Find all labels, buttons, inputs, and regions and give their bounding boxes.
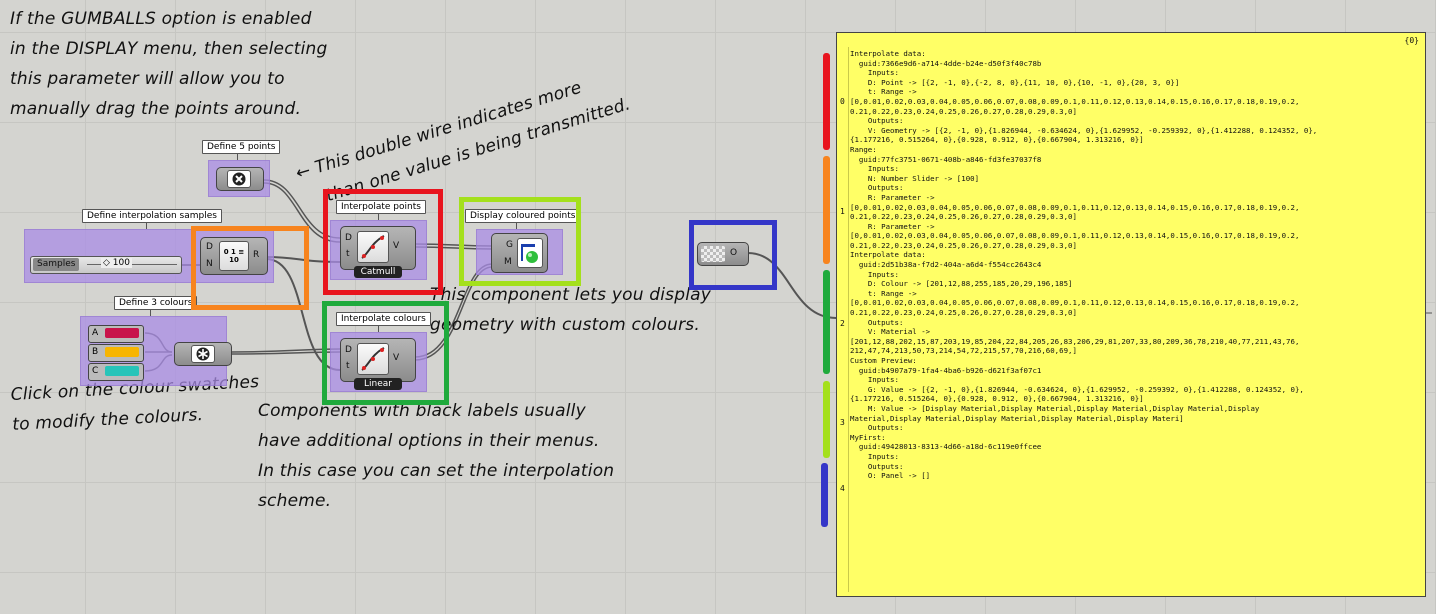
annotation-gumballs: If the GUMBALLS option is enabled in the… — [10, 9, 328, 119]
group-connector — [237, 154, 238, 160]
custom-preview-icon — [521, 244, 538, 263]
point-param-icon — [232, 172, 246, 186]
panel-bar-orange — [823, 156, 830, 264]
frame-orange — [191, 226, 309, 310]
panel-output[interactable]: {0} 0 1 2 3 4 Interpolate data: guid:736… — [836, 32, 1426, 597]
interp-points-output-v[interactable]: V — [393, 241, 400, 251]
range-output-r[interactable]: R — [253, 250, 260, 260]
group-label-define-points: Define 5 points — [202, 140, 281, 154]
interp-colours-mode-label[interactable]: Linear — [354, 378, 402, 390]
range-core: 0 1 ≡ 10 — [219, 241, 249, 271]
annotation-display-component: This component lets you display geometry… — [430, 285, 712, 335]
panel-bar-blue — [821, 463, 828, 527]
swatch-c-color[interactable] — [105, 366, 139, 376]
interp-colours-input-d[interactable]: D — [345, 345, 352, 355]
interp-colours-component[interactable]: D t V — [340, 338, 416, 382]
colour-param-component[interactable] — [174, 342, 232, 366]
range-input-n[interactable]: N — [206, 259, 213, 269]
colour-param-icon — [196, 347, 210, 361]
frame-blue — [689, 220, 777, 290]
swatch-b[interactable]: B — [88, 344, 144, 362]
interp-curve-icon — [361, 235, 385, 259]
group-connector — [146, 223, 147, 229]
panel-bar-red — [823, 53, 830, 150]
panel-path-label: {0} — [1404, 36, 1419, 45]
slider-label: Samples — [33, 258, 80, 271]
panel-index-0: 0 — [840, 97, 845, 106]
point-param-core — [227, 170, 251, 188]
swatch-b-color[interactable] — [105, 347, 139, 357]
group-connector — [150, 310, 151, 316]
swatch-c-label: C — [92, 366, 99, 376]
slider-track[interactable] — [87, 264, 177, 265]
custom-preview-input-m[interactable]: M — [504, 257, 512, 267]
point-param-component[interactable] — [216, 167, 264, 191]
panel-gutter-line — [848, 47, 849, 592]
group-label-samples: Define interpolation samples — [82, 209, 222, 223]
group-label-interp-points: Interpolate points — [336, 200, 426, 214]
group-connector — [378, 326, 379, 332]
interp-points-input-d[interactable]: D — [345, 233, 352, 243]
group-connector — [516, 223, 517, 229]
interp-points-mode-label[interactable]: Catmull — [354, 266, 402, 278]
interp-points-core — [357, 231, 389, 263]
panel-index-4: 4 — [840, 484, 845, 493]
interp-curve-icon — [361, 347, 385, 371]
interp-colours-core — [357, 343, 389, 375]
swatch-c[interactable]: C — [88, 363, 144, 381]
interp-colours-output-v[interactable]: V — [393, 353, 400, 363]
frame-red — [323, 189, 443, 295]
group-label-interp-colours: Interpolate colours — [336, 312, 431, 326]
panel-bar-lime — [823, 381, 830, 458]
custom-preview-component[interactable]: G M — [491, 233, 548, 273]
panel-index-1: 1 — [840, 207, 845, 216]
annotation-black-labels: Components with black labels usually hav… — [258, 401, 615, 511]
slider-value: ◇ 100 — [101, 258, 132, 268]
swatch-a-color[interactable] — [105, 328, 139, 338]
group-label-colours: Define 3 colours — [114, 296, 198, 310]
range-component[interactable]: D N 0 1 ≡ 10 R — [200, 237, 268, 275]
frame-green — [322, 301, 449, 405]
panel-index-3: 3 — [840, 418, 845, 427]
range-input-d[interactable]: D — [206, 242, 213, 252]
custom-preview-core — [517, 238, 543, 268]
samples-slider[interactable]: Samples ◇ 100 — [30, 256, 182, 274]
colour-param-core — [191, 345, 215, 363]
interp-points-component[interactable]: D t V — [340, 226, 416, 270]
panel-param-icon — [701, 246, 725, 262]
panel-bar-green — [823, 270, 830, 374]
custom-preview-input-g[interactable]: G — [506, 240, 513, 250]
group-label-display: Display coloured points — [465, 209, 581, 223]
panel-param-component[interactable]: O — [697, 242, 749, 266]
swatch-a-label: A — [92, 328, 99, 338]
range-icon: 0 1 ≡ 10 — [223, 248, 245, 264]
interp-colours-input-t[interactable]: t — [346, 361, 350, 371]
group-connector — [378, 214, 379, 220]
interp-points-input-t[interactable]: t — [346, 249, 350, 259]
frame-lime — [459, 197, 581, 286]
panel-param-output-o[interactable]: O — [730, 248, 738, 258]
swatch-a[interactable]: A — [88, 325, 144, 343]
panel-index-2: 2 — [840, 319, 845, 328]
swatch-b-label: B — [92, 347, 99, 357]
panel-text: Interpolate data: guid:7366e9d6-a714-4dd… — [850, 49, 1318, 481]
